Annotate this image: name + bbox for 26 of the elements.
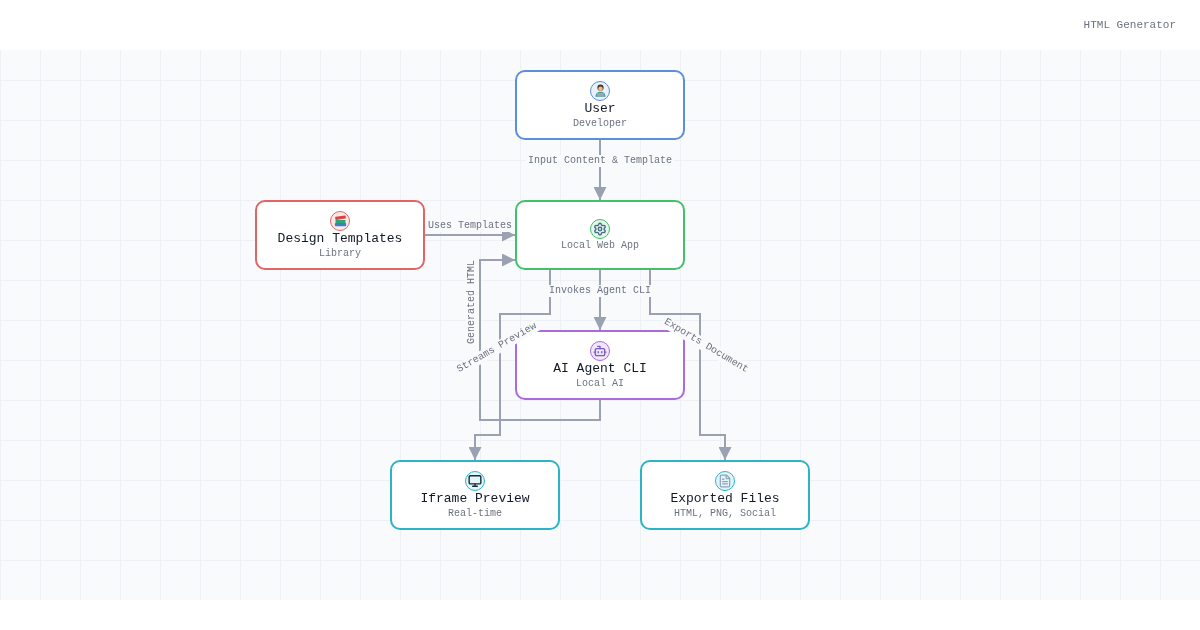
node-title: AI Agent CLI bbox=[553, 360, 647, 377]
arrow bbox=[479, 253, 601, 421]
edge-label: Invokes Agent CLI bbox=[547, 285, 653, 297]
edge-label: Input Content & Template bbox=[526, 155, 674, 167]
node-subtitle: HTML, PNG, Social bbox=[674, 506, 776, 520]
arrow bbox=[593, 269, 607, 331]
process-box bbox=[640, 460, 810, 530]
arrow bbox=[593, 139, 607, 201]
node-subtitle: Local Web App bbox=[561, 238, 639, 252]
process-box bbox=[515, 200, 685, 270]
node-subtitle: Developer bbox=[573, 116, 627, 130]
node-title: User bbox=[584, 100, 616, 117]
edge-label: Generated HTML bbox=[466, 258, 478, 346]
node-title: Exported Files bbox=[670, 490, 780, 507]
node-subtitle: Library bbox=[319, 246, 361, 260]
node-title: Design Templates bbox=[277, 230, 403, 247]
node-subtitle: Real-time bbox=[448, 506, 502, 520]
edge-label: Uses Templates bbox=[426, 220, 514, 232]
node-subtitle: Local AI bbox=[576, 376, 624, 390]
node-title: Iframe Preview bbox=[420, 490, 530, 507]
arrow bbox=[649, 269, 732, 461]
header-label: HTML Generator bbox=[1083, 18, 1176, 32]
arrow bbox=[468, 269, 551, 461]
process-box bbox=[515, 70, 685, 140]
process-box bbox=[390, 460, 560, 530]
process-box bbox=[255, 200, 425, 270]
